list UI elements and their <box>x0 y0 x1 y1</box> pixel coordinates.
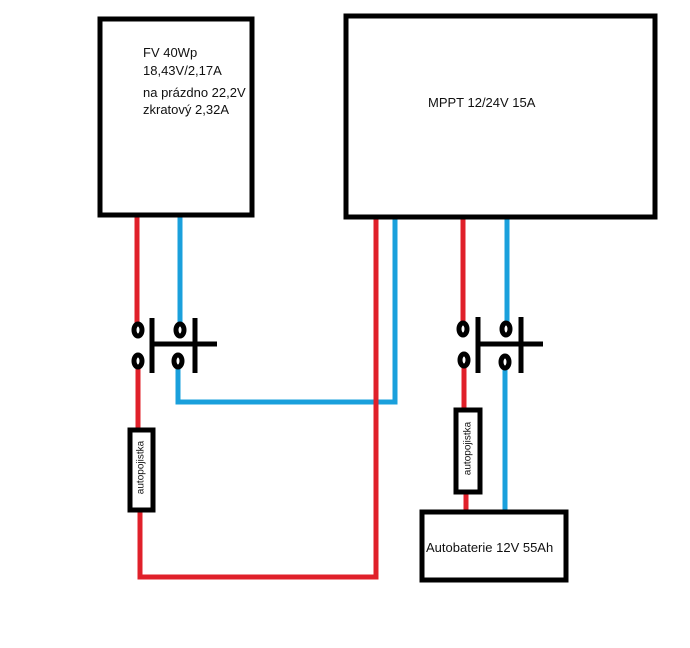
battery-box <box>419 509 569 583</box>
panel-label-4: zkratový 2,32A <box>143 102 229 117</box>
switch-right <box>456 317 543 373</box>
fuse-right-label: autopojistka <box>462 421 474 476</box>
panel-label-3: na prázdno 22,2V <box>143 85 246 100</box>
panel-label-2: 18,43V/2,17A <box>143 63 222 78</box>
panel-label-1: FV 40Wp <box>143 45 198 60</box>
wire-fuse-to-mppt-positive <box>137 217 379 580</box>
wire-panel-negative-to-mppt <box>175 217 398 405</box>
mppt-controller-box <box>343 13 658 220</box>
solar-panel-box <box>97 16 255 218</box>
switch-left <box>131 318 217 373</box>
fuse-right-box <box>453 407 483 495</box>
fuse-left-box <box>127 427 156 513</box>
battery-label: Autobaterie 12V 55Ah <box>426 540 554 555</box>
fuse-left-label: autopojistka <box>135 440 147 495</box>
mppt-label: MPPT 12/24V 15A <box>428 95 536 110</box>
